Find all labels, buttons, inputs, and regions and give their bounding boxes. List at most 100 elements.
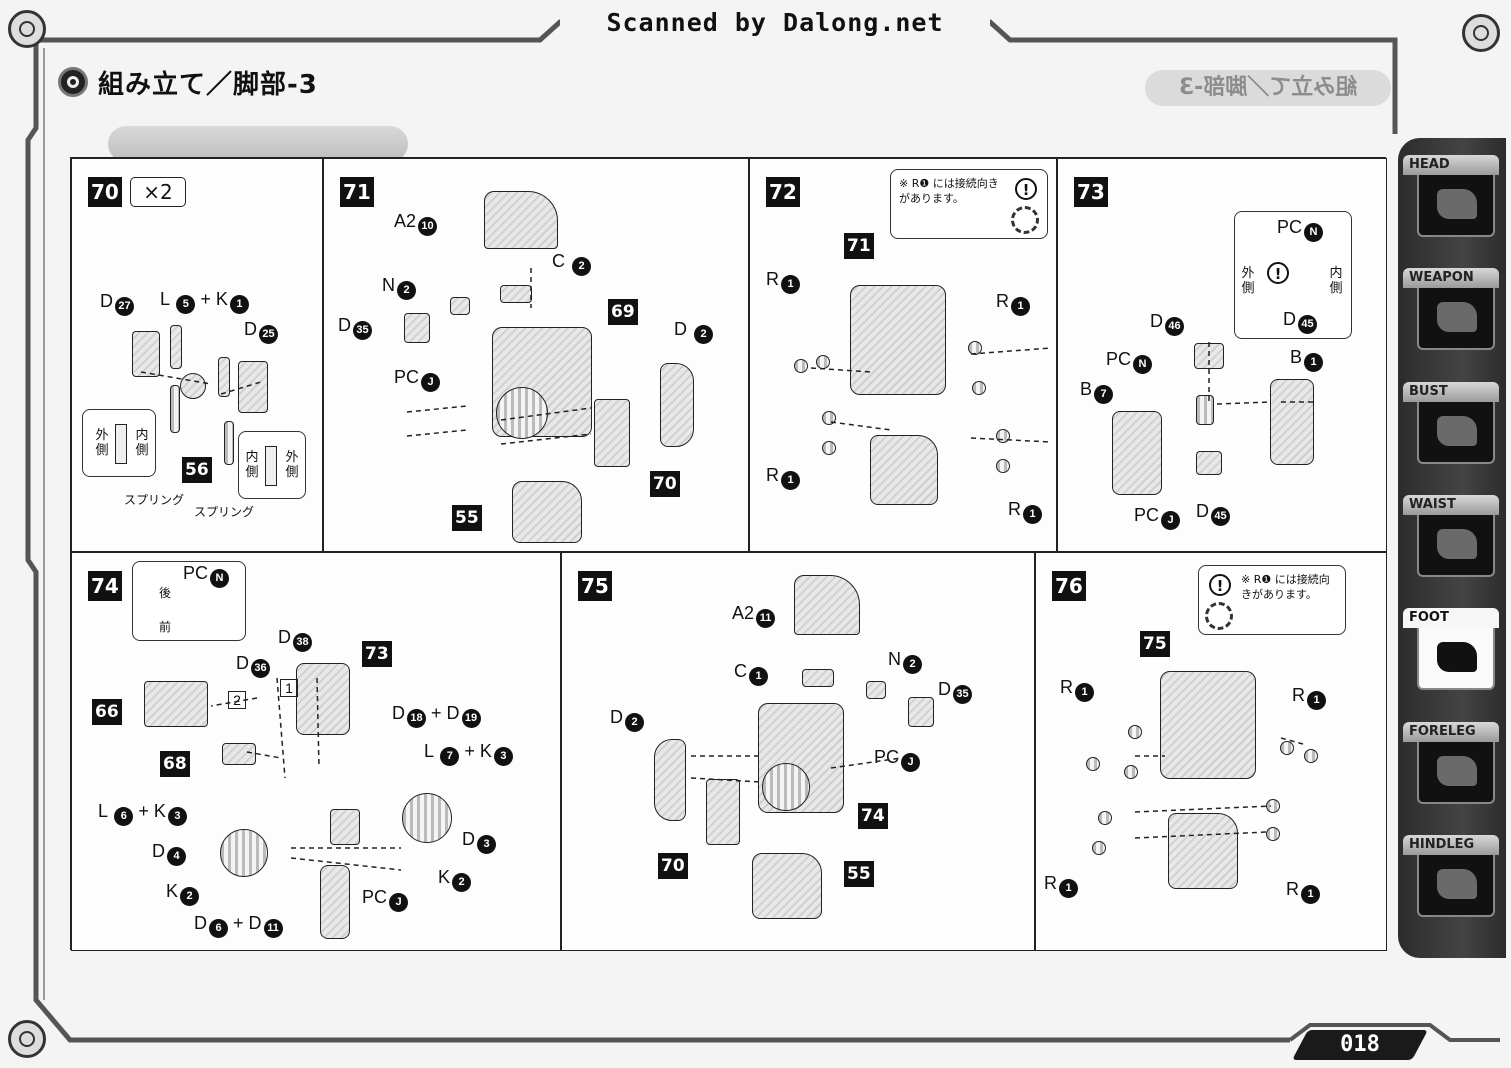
connection-note: ※ R❶ には接続向きがあります。 ! bbox=[890, 169, 1048, 239]
orientation-note: 内側 外側 bbox=[238, 431, 306, 499]
part-illustration bbox=[500, 285, 532, 303]
bleed-through-title: 組み立て／脚部-3 bbox=[1145, 70, 1391, 106]
foreleg-thumbnail-icon bbox=[1417, 742, 1495, 804]
gear-icon bbox=[1205, 602, 1233, 630]
armor-cover-illustration bbox=[484, 191, 558, 249]
part-label: C 2 bbox=[552, 251, 592, 276]
leg-frame-illustration bbox=[1270, 379, 1314, 465]
sidebar-item-foreleg[interactable]: FORELEG bbox=[1403, 722, 1499, 804]
part-tag: 74 bbox=[858, 803, 888, 829]
part-illustration bbox=[222, 743, 256, 765]
spring-label: スプリング bbox=[124, 493, 185, 507]
spring-illustration bbox=[224, 421, 234, 465]
weapon-thumbnail-icon bbox=[1417, 288, 1495, 350]
sidebar-item-hindleg[interactable]: HINDLEG bbox=[1403, 835, 1499, 917]
sidebar-item-bust[interactable]: BUST bbox=[1403, 382, 1499, 464]
page-title-text: 組み立て／脚部-3 bbox=[98, 69, 318, 100]
leg-frame-illustration bbox=[1112, 411, 1162, 495]
part-tag: 69 bbox=[608, 299, 638, 325]
poly-cap-illustration bbox=[1092, 841, 1106, 855]
poly-cap-illustration bbox=[1266, 799, 1280, 813]
step-number: 76 bbox=[1052, 571, 1086, 601]
step-number: 70 bbox=[88, 177, 122, 207]
poly-cap-illustration bbox=[1196, 395, 1214, 425]
part-tag: 70 bbox=[658, 853, 688, 879]
part-illustration bbox=[404, 313, 430, 343]
part-illustration bbox=[180, 373, 206, 399]
corner-gear-icon bbox=[8, 10, 46, 48]
poly-cap-illustration bbox=[1304, 749, 1318, 763]
poly-cap-illustration bbox=[1128, 725, 1142, 739]
part-illustration bbox=[1196, 451, 1222, 475]
part-tag: 70 bbox=[650, 471, 680, 497]
sidebar-item-head[interactable]: HEAD bbox=[1403, 155, 1499, 237]
gear-illustration bbox=[762, 763, 810, 811]
spring-label: スプリング bbox=[194, 505, 255, 519]
hindleg-thumbnail-icon bbox=[1417, 855, 1495, 917]
part-illustration bbox=[660, 363, 694, 447]
corner-gear-icon bbox=[1462, 14, 1500, 52]
part-label: D 2 bbox=[674, 319, 714, 344]
leg-frame-illustration bbox=[296, 663, 350, 735]
claw-illustration bbox=[870, 435, 938, 505]
armor-plate-illustration bbox=[144, 681, 208, 727]
part-tag: 73 bbox=[362, 641, 392, 667]
orientation-note: 外側 内側 bbox=[82, 409, 156, 477]
leg-assembly-illustration bbox=[850, 285, 946, 395]
part-illustration bbox=[238, 361, 268, 413]
spring-illustration bbox=[170, 385, 180, 433]
part-illustration bbox=[218, 357, 230, 397]
sidebar-item-label: BUST bbox=[1403, 382, 1499, 402]
sidebar-item-waist[interactable]: WAIST bbox=[1403, 495, 1499, 577]
poly-cap-illustration bbox=[794, 359, 808, 373]
poly-cap-illustration bbox=[996, 459, 1010, 473]
wheel-illustration bbox=[402, 793, 452, 843]
poly-cap-illustration bbox=[968, 341, 982, 355]
warning-icon: ! bbox=[1267, 262, 1289, 284]
gear-illustration bbox=[496, 387, 548, 439]
sidebar-item-foot[interactable]: FOOT bbox=[1403, 608, 1499, 690]
poly-cap-illustration bbox=[1280, 741, 1294, 755]
box-marker: 1 bbox=[280, 679, 298, 697]
step-73-panel: 73 PCN 外側 内側 ! D45 D46 NPCN B7 B1 PCJ D4… bbox=[1057, 158, 1387, 552]
part-tag: 55 bbox=[452, 505, 482, 531]
part-illustration bbox=[706, 779, 740, 845]
part-tag: 55 bbox=[844, 861, 874, 887]
sidebar-item-label: WAIST bbox=[1403, 495, 1499, 515]
bust-thumbnail-icon bbox=[1417, 402, 1495, 464]
foot-thumbnail-icon bbox=[1417, 628, 1495, 690]
part-illustration bbox=[170, 325, 182, 369]
wheel-illustration bbox=[220, 829, 268, 877]
sidebar-item-weapon[interactable]: WEAPON bbox=[1403, 268, 1499, 350]
